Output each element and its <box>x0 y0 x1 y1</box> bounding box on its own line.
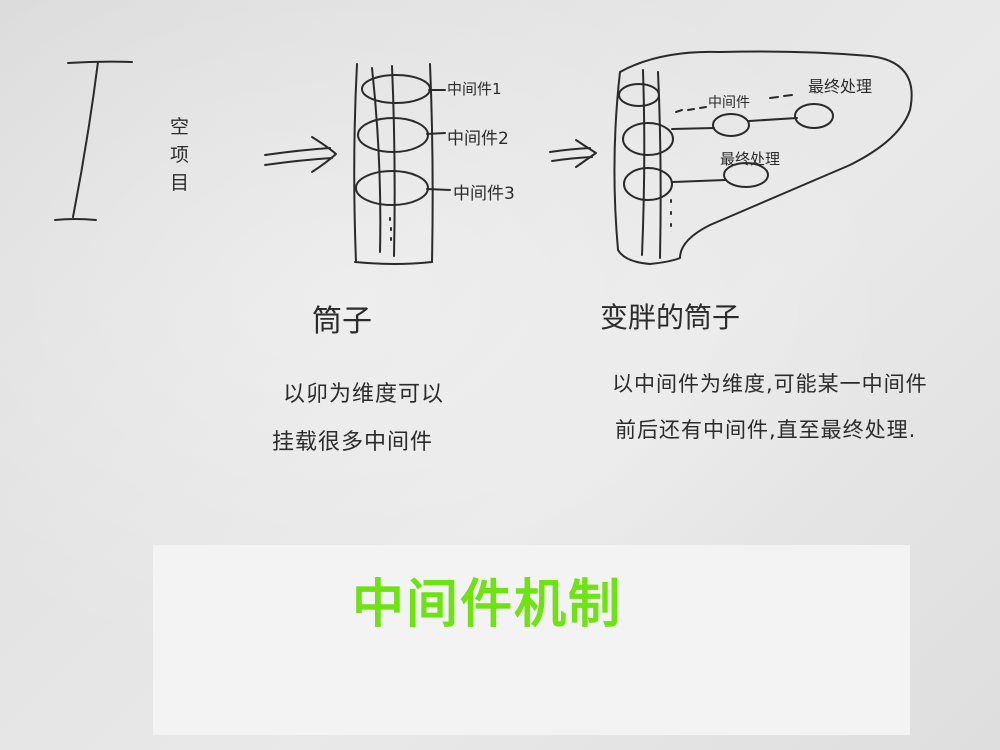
middleware-2-label: 中间件2 <box>447 129 509 149</box>
arrow-left-to-tube <box>264 136 337 173</box>
empty-project-ibeam <box>54 60 133 221</box>
fat-tube-diagram <box>613 50 913 265</box>
middleware-3-label: 中间件3 <box>453 184 515 204</box>
fat-tube-caption: 变胖的筒子 <box>600 301 741 334</box>
branch-middleware-label: 中间件 <box>708 95 750 111</box>
fat-tube-description-line1: 以中间件为维度,可能某一中间件 <box>612 372 928 396</box>
tube-description-line2: 挂载很多中间件 <box>272 430 434 455</box>
middleware-1-label: 中间件1 <box>447 80 502 98</box>
fat-tube-description-line2: 前后还有中间件,直至最终处理. <box>615 418 917 442</box>
tube-caption: 筒子 <box>312 304 372 339</box>
final-handler-top-label: 最终处理 <box>808 77 873 96</box>
tube-diagram <box>353 63 451 265</box>
empty-project-label: 空项目 <box>170 116 190 194</box>
page-title: 中间件机制 <box>352 575 623 635</box>
tube-description-line1: 以卯为维度可以 <box>283 382 445 407</box>
final-handler-bottom-label: 最终处理 <box>720 150 781 168</box>
title-panel <box>153 545 910 735</box>
arrow-tube-to-fat-tube <box>549 139 597 168</box>
